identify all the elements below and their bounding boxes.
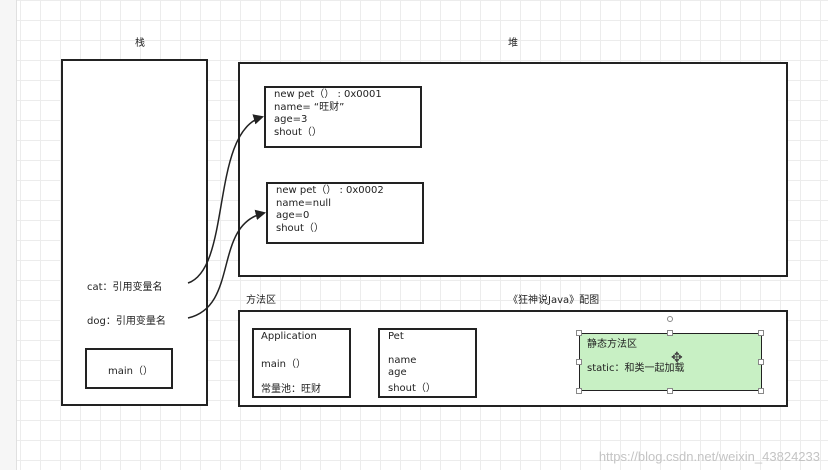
object-line: shout（） — [276, 222, 324, 234]
main-method-label: main（） — [108, 366, 153, 377]
method-area-title: 方法区 — [246, 295, 276, 306]
resize-handle-middle-left[interactable] — [576, 359, 582, 365]
object-line: name=null — [276, 197, 331, 209]
pet-method-shout: shout（） — [388, 383, 436, 394]
resize-handle-middle-right[interactable] — [758, 359, 764, 365]
figure-caption: 《狂神说Java》配图 — [508, 295, 600, 306]
left-scroll-gutter — [0, 0, 17, 470]
resize-handle-top-right[interactable] — [758, 330, 764, 336]
resize-handle-bottom-middle[interactable] — [667, 388, 673, 394]
constant-pool-label: 常量池：旺财 — [261, 384, 321, 395]
static-method-area-box[interactable]: 静态方法区 static：和类一起加载 — [579, 333, 762, 391]
application-title: Application — [261, 331, 317, 342]
move-cursor-icon: ✥ — [671, 350, 683, 366]
object-line: age=3 — [274, 114, 308, 125]
stack-title: 栈 — [135, 38, 145, 49]
resize-handle-bottom-right[interactable] — [758, 388, 764, 394]
dog-reference-label: dog：引用变量名 — [87, 316, 166, 327]
application-main-method: main（） — [261, 359, 306, 370]
pet-field-name: name — [388, 355, 417, 366]
object-line: name= “旺财” — [274, 101, 345, 113]
pet-class-title: Pet — [388, 331, 404, 342]
static-area-title: 静态方法区 — [587, 339, 637, 350]
pet-field-age: age — [388, 367, 407, 378]
object-line: new pet（） : 0x0001 — [274, 89, 382, 100]
resize-handle-bottom-left[interactable] — [576, 388, 582, 394]
resize-handle-top-left[interactable] — [576, 330, 582, 336]
object-line: new pet（） : 0x0002 — [276, 185, 384, 196]
heap-title: 堆 — [508, 38, 518, 49]
resize-handle-top-middle[interactable] — [667, 330, 673, 336]
heap-object-0x0002[interactable]: new pet（） : 0x0002 name=null age=0 shout… — [266, 182, 424, 244]
object-line: shout（） — [274, 126, 322, 138]
object-line: age=0 — [276, 210, 310, 221]
application-class-box[interactable]: Application main（） 常量池：旺财 — [252, 328, 351, 398]
main-method-box[interactable]: main（） — [85, 348, 173, 389]
csdn-watermark: https://blog.csdn.net/weixin_43824233 — [598, 449, 820, 464]
cat-reference-label: cat：引用变量名 — [87, 282, 163, 293]
pet-class-box[interactable]: Pet name age shout（） — [378, 328, 477, 398]
static-area-text: static：和类一起加载 — [587, 363, 685, 374]
heap-object-0x0001[interactable]: new pet（） : 0x0001 name= “旺财” age=3 shou… — [264, 86, 422, 148]
rotation-handle[interactable] — [667, 316, 673, 322]
